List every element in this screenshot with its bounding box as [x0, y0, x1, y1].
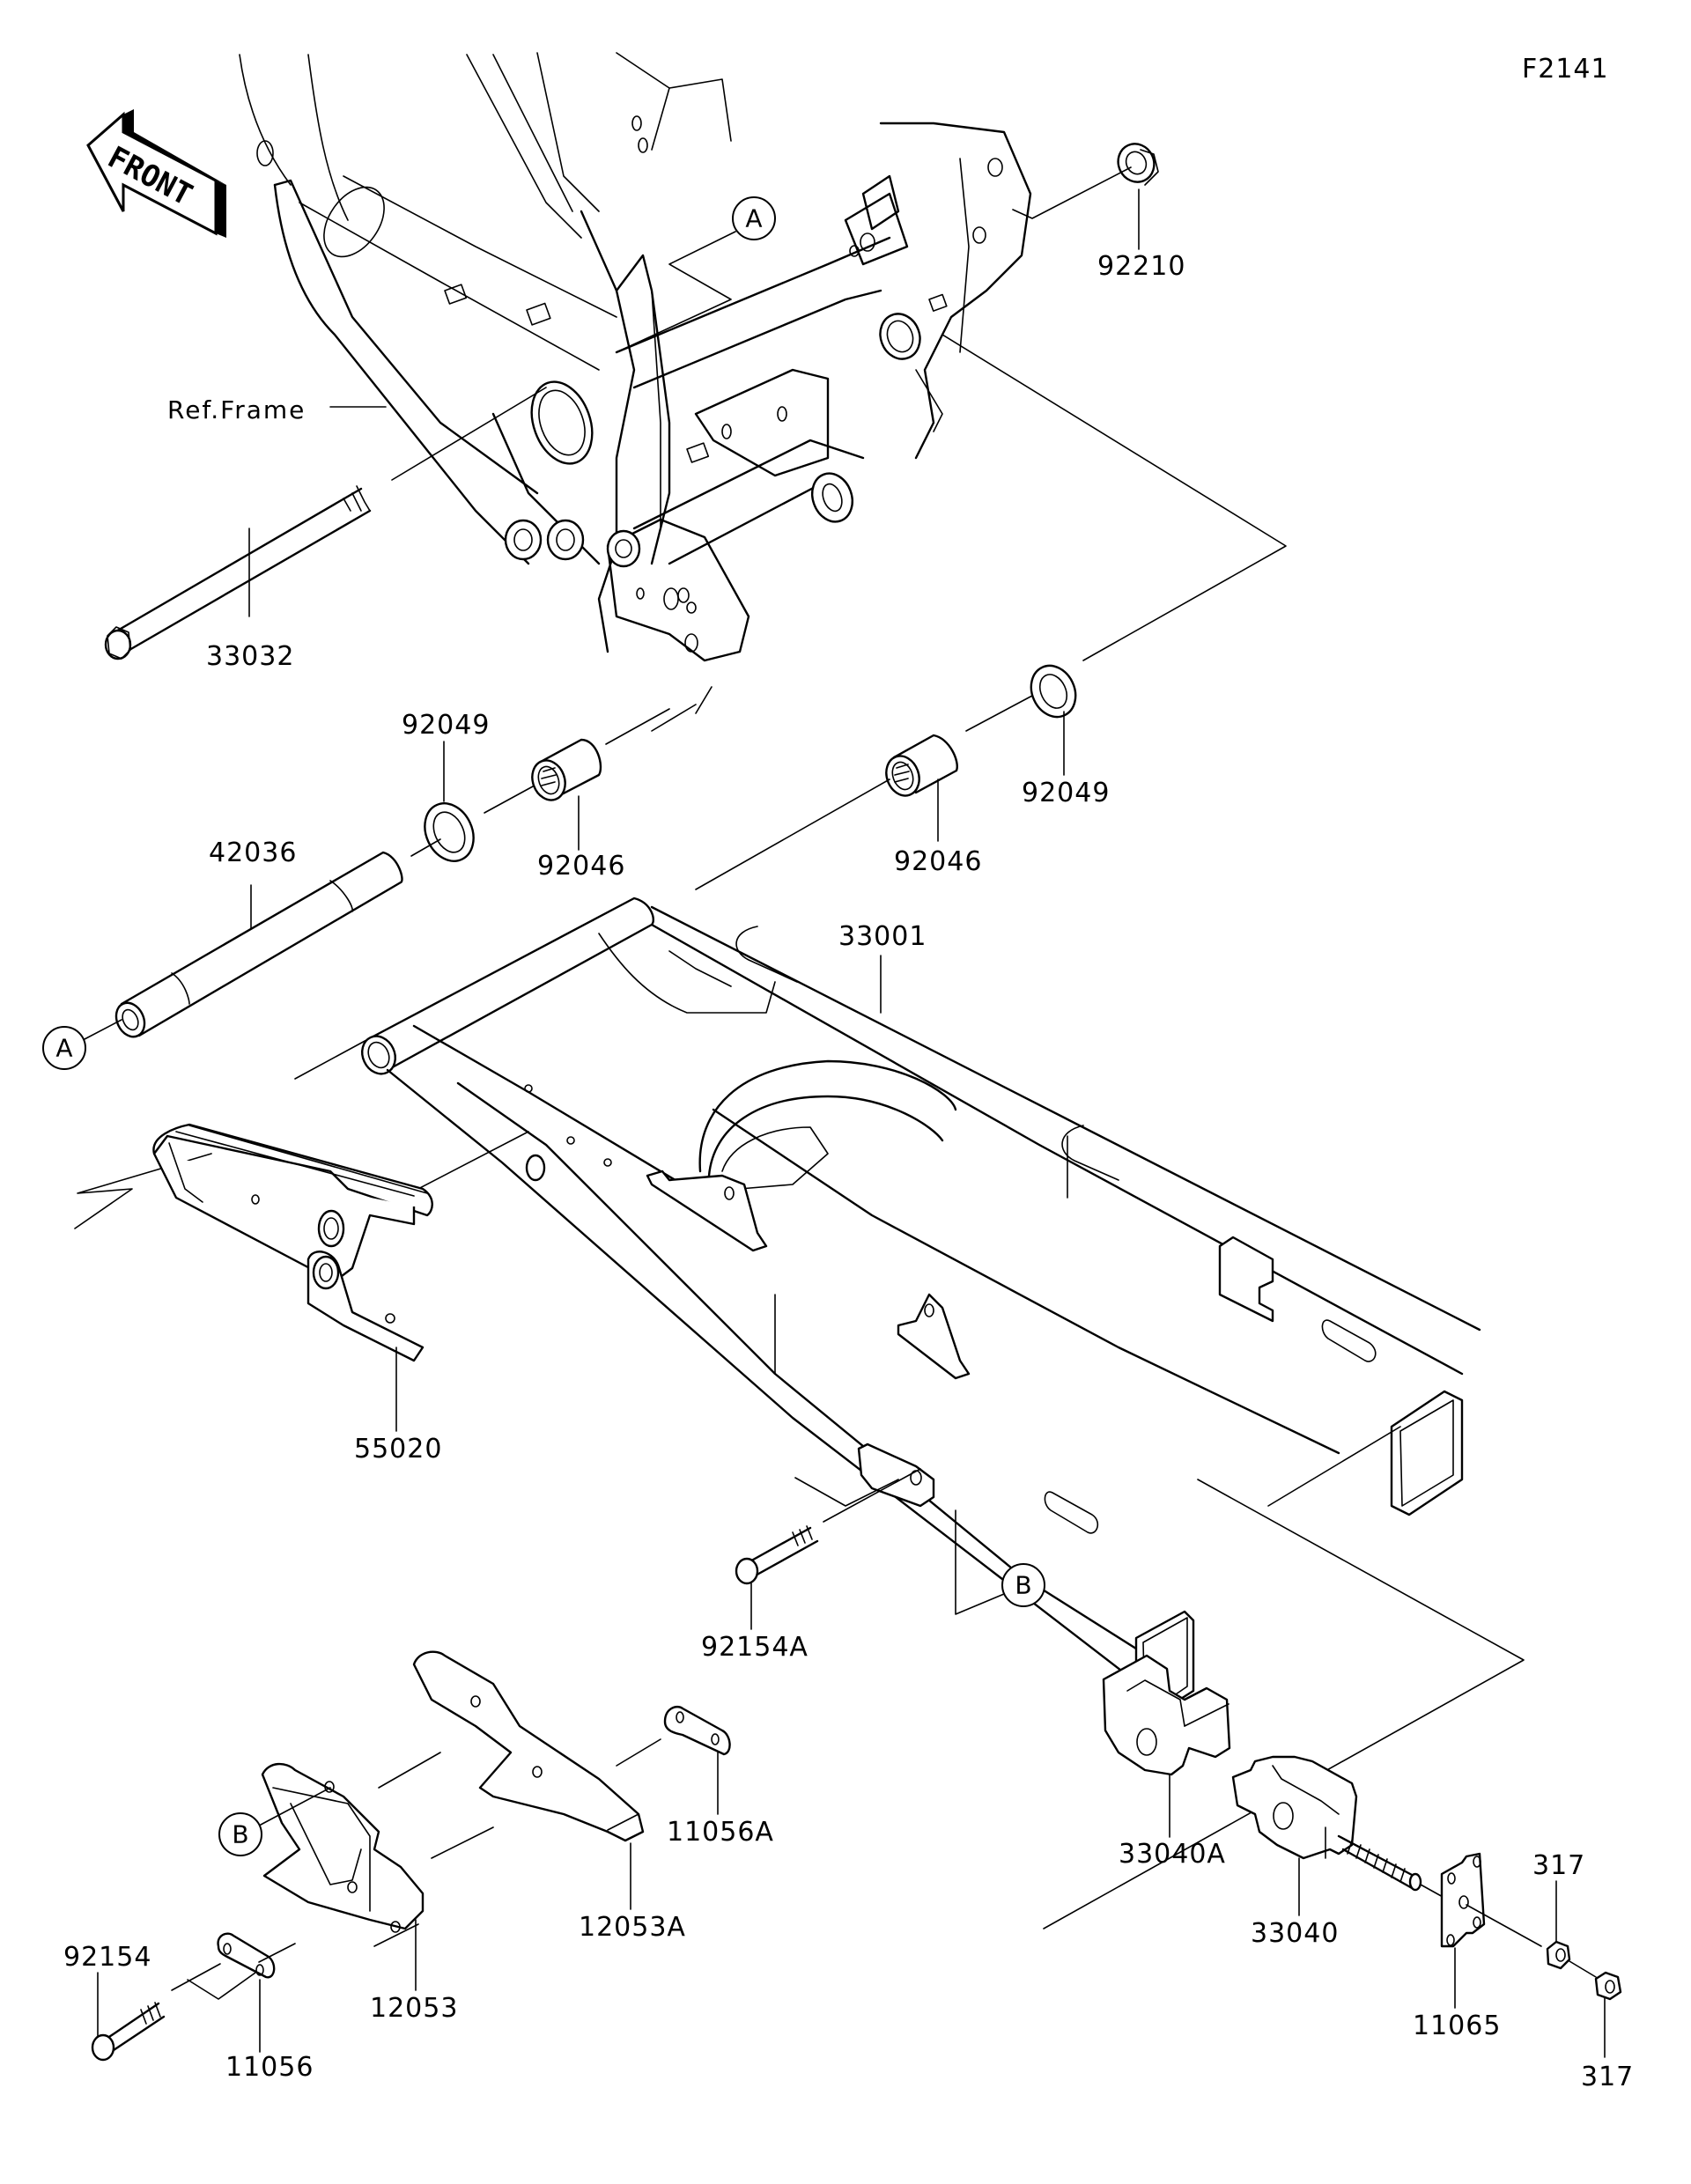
part-12053A-chain-guide[interactable] [412, 1650, 645, 1842]
part-label-92154[interactable]: 92154 [63, 1942, 151, 1973]
part-42036-collar[interactable] [111, 851, 403, 1041]
part-label-33040[interactable]: 33040 [1251, 1918, 1339, 1949]
part-33040-chain-adjuster[interactable] [1231, 1755, 1422, 1892]
part-label-92210[interactable]: 92210 [1097, 251, 1185, 282]
reference-marker-a-left: A [42, 1026, 86, 1070]
svg-text:B: B [232, 1820, 248, 1849]
part-label-11065[interactable]: 11065 [1413, 2011, 1501, 2041]
part-label-12053[interactable]: 12053 [370, 1993, 458, 2024]
part-317-nut-top[interactable] [1546, 1940, 1571, 1970]
reference-marker-b-left: B [218, 1812, 262, 1856]
part-33040A-adjuster-block[interactable] [1102, 1654, 1231, 1776]
part-label-33040A[interactable]: 33040A [1119, 1839, 1226, 1870]
svg-text:A: A [745, 204, 762, 233]
svg-text:A: A [55, 1034, 72, 1063]
part-label-92046-right[interactable]: 92046 [894, 846, 982, 877]
part-11056-plate[interactable] [217, 1932, 276, 1979]
part-33001-swingarm[interactable] [356, 896, 1481, 1723]
svg-text:B: B [1015, 1571, 1031, 1600]
ref-frame-label: Ref.Frame [167, 395, 306, 424]
part-92154-bolt[interactable] [91, 2002, 166, 2062]
front-arrow-icon: FRONT [86, 109, 226, 238]
figure-id: F2141 [1522, 54, 1609, 85]
part-label-11056[interactable]: 11056 [225, 2052, 314, 2083]
part-12053-chain-guide[interactable] [261, 1762, 425, 1933]
reference-marker-a-top: A [732, 196, 776, 240]
part-label-317-bottom[interactable]: 317 [1581, 2062, 1634, 2092]
part-label-92049-right[interactable]: 92049 [1022, 778, 1110, 808]
part-11065-adjuster-plate[interactable] [1440, 1852, 1486, 1948]
part-33032-pivot-shaft[interactable] [104, 485, 372, 660]
part-92046-bearing-left[interactable] [527, 738, 602, 805]
part-92154A-bolt[interactable] [735, 1525, 819, 1585]
part-label-12053A[interactable]: 12053A [579, 1912, 686, 1943]
part-92049-seal-left[interactable] [416, 795, 483, 869]
part-label-11056A[interactable]: 11056A [667, 1817, 774, 1848]
part-label-92154A[interactable]: 92154A [701, 1632, 809, 1663]
part-label-92046-left[interactable]: 92046 [537, 851, 625, 882]
reference-frame [239, 52, 1032, 662]
part-92046-bearing-right[interactable] [881, 734, 958, 801]
part-label-33001[interactable]: 33001 [838, 921, 927, 952]
part-label-42036[interactable]: 42036 [209, 837, 297, 868]
part-317-nut-bottom[interactable] [1594, 1971, 1622, 2001]
part-55020-chain-slider[interactable] [152, 1123, 433, 1362]
part-11056A-plate[interactable] [663, 1705, 731, 1756]
part-label-317-top[interactable]: 317 [1532, 1850, 1585, 1881]
part-label-55020[interactable]: 55020 [354, 1434, 442, 1465]
part-label-33032[interactable]: 33032 [206, 641, 294, 672]
part-92049-seal-right[interactable] [1023, 659, 1084, 725]
reference-marker-b-right: B [1001, 1563, 1045, 1607]
part-label-92049-left[interactable]: 92049 [402, 710, 490, 741]
part-92210-flange-nut[interactable] [1112, 138, 1161, 188]
